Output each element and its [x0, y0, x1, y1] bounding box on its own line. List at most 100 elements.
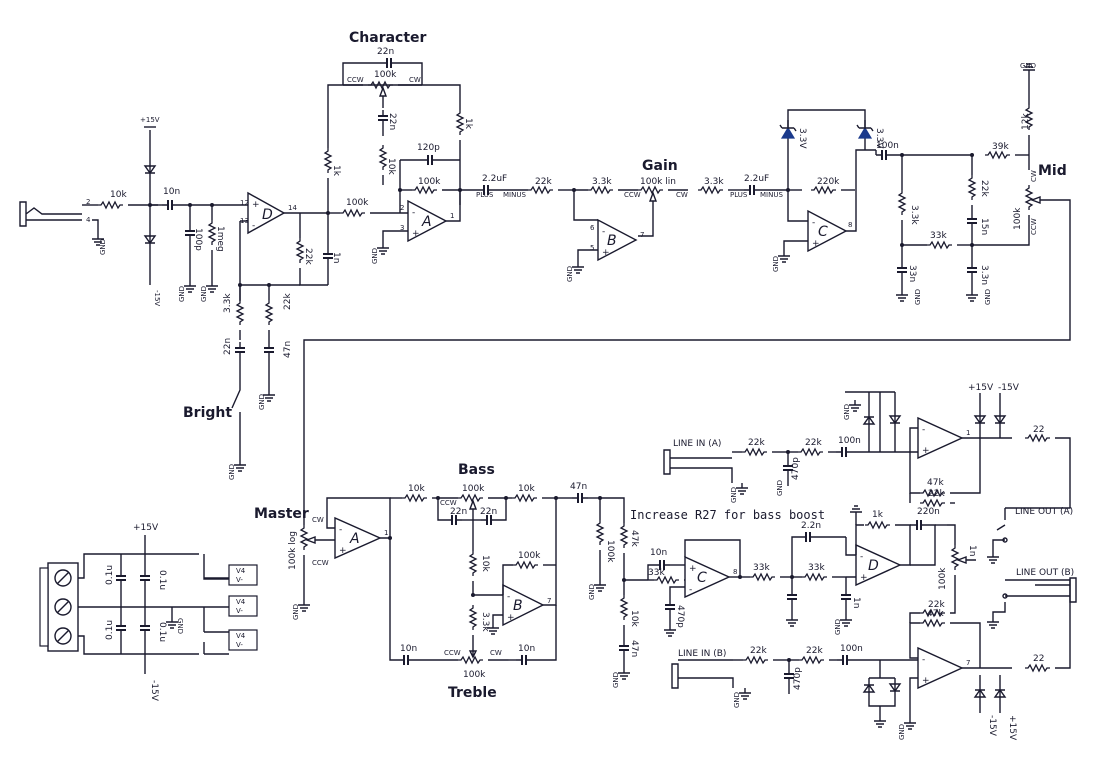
svg-text:8: 8	[848, 221, 852, 229]
svg-text:+: +	[860, 573, 868, 583]
svg-text:GND: GND	[730, 487, 738, 503]
svg-text:0.1u: 0.1u	[157, 622, 167, 642]
svg-text:GND: GND	[566, 266, 574, 282]
svg-text:2.2n: 2.2n	[801, 521, 821, 531]
svg-text:V4: V4	[236, 598, 246, 606]
svg-text:22k: 22k	[928, 600, 945, 610]
svg-text:D: D	[262, 207, 273, 223]
svg-text:47n: 47n	[570, 482, 587, 492]
svg-text:22k: 22k	[750, 646, 767, 656]
svg-text:GND: GND	[99, 239, 107, 255]
svg-text:3.3V: 3.3V	[797, 128, 807, 149]
svg-text:6: 6	[590, 224, 595, 232]
svg-text:GND: GND	[1020, 62, 1036, 70]
svg-text:MINUS: MINUS	[503, 191, 526, 199]
svg-text:33k: 33k	[753, 563, 770, 573]
opamp-d-boost: D - +	[855, 543, 902, 587]
svg-text:B: B	[607, 233, 617, 249]
svg-text:100n: 100n	[838, 436, 861, 446]
svg-text:+: +	[412, 229, 420, 239]
character-label: Character	[349, 30, 427, 46]
svg-text:GND: GND	[588, 584, 596, 600]
svg-text:100k log: 100k log	[288, 531, 298, 570]
svg-text:22n: 22n	[223, 338, 233, 355]
svg-text:100p: 100p	[193, 228, 203, 251]
svg-text:22k: 22k	[535, 177, 552, 187]
svg-text:LINE IN (A): LINE IN (A)	[673, 439, 721, 449]
opamp-line-b: - + 7	[917, 646, 970, 690]
opamp-b-gain: B - + 6 5 7	[590, 218, 644, 262]
svg-text:+: +	[339, 546, 347, 556]
svg-text:220n: 220n	[917, 507, 940, 517]
svg-text:22n: 22n	[377, 47, 394, 57]
svg-text:12k: 12k	[1021, 113, 1031, 130]
svg-text:CCW: CCW	[444, 649, 461, 657]
input-clamp-diodes: +15V -15V	[140, 116, 161, 306]
svg-text:22: 22	[1033, 654, 1044, 664]
capacitor-10n-input	[161, 199, 179, 211]
svg-text:10n: 10n	[650, 548, 667, 558]
master-pot[interactable]: 100k log CW CCW	[288, 516, 335, 570]
svg-text:1n: 1n	[851, 597, 861, 608]
svg-text:+15V: +15V	[1007, 715, 1017, 741]
terminal-screw-2	[54, 598, 72, 616]
bass-pot[interactable]: 100k CCW	[438, 484, 506, 539]
svg-text:1k: 1k	[331, 165, 341, 177]
svg-text:PLUS: PLUS	[476, 191, 494, 199]
gain-pot[interactable]: 100k lin CCW CW	[624, 177, 688, 237]
svg-text:10n: 10n	[400, 644, 417, 654]
svg-text:39k: 39k	[992, 142, 1009, 152]
terminal-screw-1	[54, 569, 72, 587]
opamp-supply-a-diodes: +15V -15V	[968, 383, 1020, 438]
bright-label: Bright	[183, 405, 232, 421]
svg-text:100n: 100n	[840, 644, 863, 654]
svg-text:MINUS: MINUS	[760, 191, 783, 199]
svg-text:33k: 33k	[648, 568, 665, 578]
svg-text:3: 3	[400, 224, 404, 232]
opamp-power-pins: V4V- V4V- V4V-	[203, 554, 258, 655]
svg-text:+15V: +15V	[133, 523, 159, 533]
opamp-b-tone: B - + 7	[502, 583, 551, 627]
svg-text:2: 2	[86, 198, 90, 206]
svg-text:CCW: CCW	[312, 559, 329, 567]
svg-text:GND: GND	[984, 289, 992, 305]
svg-text:GND: GND	[258, 394, 266, 410]
line-in-a-jack: LINE IN (A) GND	[663, 439, 749, 503]
svg-text:3.3k: 3.3k	[223, 293, 233, 313]
svg-text:1: 1	[384, 529, 388, 537]
svg-text:22k: 22k	[303, 248, 313, 265]
svg-text:10n: 10n	[163, 187, 180, 197]
svg-text:V-: V-	[236, 576, 243, 584]
svg-text:3.3n: 3.3n	[979, 265, 989, 285]
svg-text:CW: CW	[1030, 170, 1038, 182]
svg-text:22k: 22k	[748, 438, 765, 448]
svg-text:+: +	[922, 676, 930, 686]
svg-text:-15V: -15V	[987, 715, 997, 737]
svg-text:22k: 22k	[979, 180, 989, 197]
svg-text:GND: GND	[371, 248, 379, 264]
svg-text:47k: 47k	[927, 478, 944, 488]
svg-text:0.1u: 0.1u	[157, 570, 167, 590]
svg-text:CW: CW	[409, 76, 421, 84]
svg-text:CCW: CCW	[440, 499, 457, 507]
svg-text:33n: 33n	[907, 265, 917, 282]
power-terminal-block	[39, 562, 79, 652]
svg-text:CW: CW	[490, 649, 502, 657]
svg-text:1k: 1k	[463, 118, 473, 130]
svg-text:10n: 10n	[518, 644, 535, 654]
svg-text:-: -	[922, 425, 925, 435]
svg-text:15n: 15n	[979, 218, 989, 235]
svg-text:22n: 22n	[480, 507, 497, 517]
treble-pot[interactable]: 100k CCW CW	[438, 649, 508, 680]
svg-text:+: +	[602, 248, 610, 258]
zener-clamp-pair: 3.3V 3.3V	[779, 109, 884, 190]
character-pot[interactable]: 22n 100k CCW CW	[342, 47, 423, 108]
mid-pot[interactable]: 100k CW CCW	[303, 170, 1071, 525]
svg-text:22n: 22n	[387, 113, 397, 130]
svg-text:-: -	[252, 221, 255, 231]
opamp-a-character: A - + 2 3 1	[400, 199, 454, 243]
svg-text:+15V: +15V	[968, 383, 994, 393]
svg-text:-: -	[860, 552, 863, 562]
bass-label: Bass	[458, 462, 495, 478]
svg-text:D: D	[868, 558, 879, 574]
